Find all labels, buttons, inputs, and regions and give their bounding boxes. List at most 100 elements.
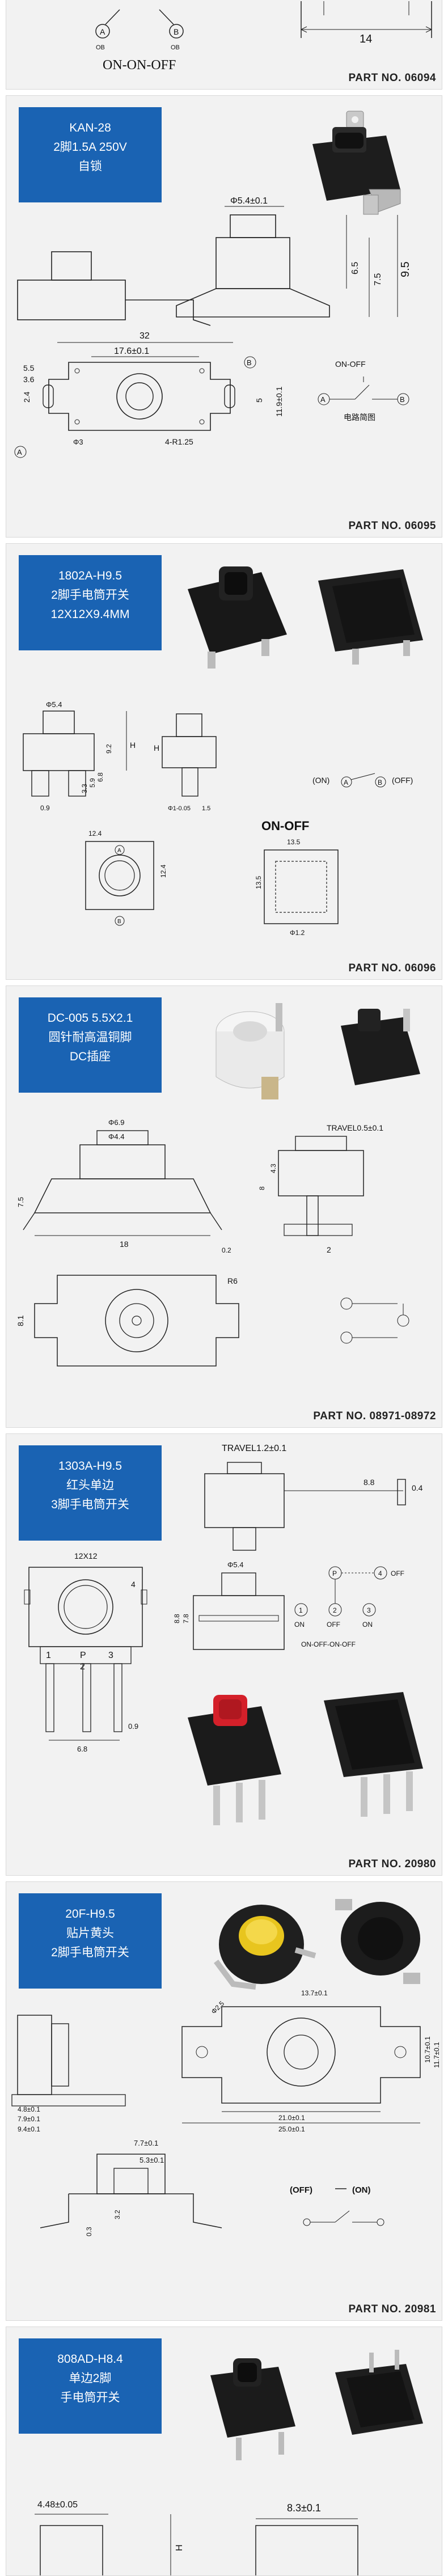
svg-text:OB: OB	[96, 44, 105, 51]
panel-dc-005: DC-005 5.5X2.1 圆针耐高温铜脚 DC插座 Φ6.9 Φ4.4 7.…	[6, 985, 442, 1428]
product-photo	[312, 111, 401, 215]
svg-text:8.8: 8.8	[364, 1478, 375, 1487]
dim-h2: 7.5	[373, 273, 383, 286]
svg-text:(ON): (ON)	[352, 2185, 371, 2195]
svg-text:9.2: 9.2	[105, 744, 113, 754]
svg-text:0.9: 0.9	[128, 1722, 138, 1731]
model-name: 1303A-H9.5	[58, 1460, 122, 1473]
svg-text:H: H	[130, 741, 136, 750]
svg-text:7.9±0.1: 7.9±0.1	[18, 2115, 40, 2123]
svg-text:H: H	[175, 2544, 184, 2551]
svg-text:2: 2	[327, 1245, 331, 1254]
svg-text:Φ1-0.05: Φ1-0.05	[168, 805, 191, 812]
svg-text:18: 18	[120, 1240, 129, 1249]
svg-text:0.4: 0.4	[412, 1483, 423, 1492]
svg-text:Φ4.4: Φ4.4	[108, 1132, 124, 1141]
technical-drawing: Φ5.4 9.2 6.8 5.9 3.3 H 0.9 H Φ1-0.05 1.5…	[23, 700, 413, 937]
svg-text:Φ2.5: Φ2.5	[210, 1999, 226, 2016]
svg-text:ON: ON	[362, 1621, 373, 1628]
part-number: PART NO. 08971-08972	[313, 1410, 436, 1422]
circuit-title: ON-OFF	[335, 359, 366, 369]
part-number: PART NO. 20980	[348, 1858, 436, 1870]
svg-text:7.5: 7.5	[16, 1197, 25, 1207]
spec-box: 20F-H9.5 贴片黄头 2脚手电筒开关	[19, 1893, 162, 1989]
svg-text:1: 1	[299, 1606, 303, 1614]
dim-l3: 2.4	[22, 391, 31, 403]
model-name: 20F-H9.5	[65, 1907, 115, 1921]
svg-text:A: A	[17, 448, 22, 456]
technical-drawing: 4.8±0.1 7.9±0.1 9.4±0.1 13.7±0.1 Φ2.5 21…	[11, 1989, 441, 2236]
spec-line-2: 单边2脚	[69, 2372, 112, 2385]
spec-box: KAN-28 2脚1.5A 250V 自锁	[19, 107, 162, 202]
part-number: PART NO. 06095	[348, 520, 436, 532]
spec-line-2: 圆针耐高温铜脚	[48, 1031, 132, 1044]
panel-20f: 20F-H9.5 贴片黄头 2脚手电筒开关 4.8±0.1 7.9±0.1 9.…	[6, 1881, 442, 2321]
part-number: PART NO. 06094	[348, 72, 436, 84]
dim-v2: 11.9±0.1	[274, 386, 284, 417]
svg-text:A: A	[344, 779, 348, 786]
panel-1802a: 1802A-H9.5 2脚手电筒开关 12X12X9.4MM Φ5.4 9.2 …	[6, 543, 442, 980]
svg-text:Φ6.9: Φ6.9	[108, 1118, 124, 1127]
svg-text:4: 4	[378, 1570, 382, 1577]
svg-text:OFF: OFF	[327, 1621, 340, 1628]
panel-top-partial: A B OB OB 14 ON-ON-OFF PART NO. 06094	[6, 0, 442, 90]
spec-line-3: 12X12X9.4MM	[50, 608, 130, 621]
svg-text:(ON): (ON)	[312, 776, 329, 785]
svg-text:13.5: 13.5	[255, 875, 263, 889]
svg-text:5.3±0.1: 5.3±0.1	[140, 2156, 164, 2164]
svg-text:B: B	[400, 395, 405, 404]
product-photo	[214, 1899, 420, 1990]
spec-box: 1303A-H9.5 红头单边 3脚手电筒开关	[19, 1445, 162, 1541]
spec-line-2: 2脚1.5A 250V	[53, 141, 127, 154]
svg-text:Φ5.4: Φ5.4	[227, 1560, 243, 1569]
svg-text:5.9: 5.9	[88, 778, 96, 788]
svg-text:B: B	[117, 919, 121, 925]
spec-line-3: DC插座	[69, 1050, 111, 1063]
model-name: 1802A-H9.5	[58, 569, 122, 582]
svg-text:6.8: 6.8	[77, 1745, 87, 1753]
dim-v1: 5	[255, 398, 264, 403]
technical-drawing: Φ5.4±0.1 6.5 7.5 9.5 32 17.6±0.1 5.5 3.6…	[14, 196, 412, 458]
spec-line-3: 3脚手电筒开关	[51, 1498, 129, 1511]
spec-line-3: 自锁	[78, 160, 102, 173]
spec-line-3: 手电筒开关	[60, 2391, 120, 2404]
svg-text:B: B	[174, 27, 179, 36]
svg-text:R6: R6	[227, 1276, 238, 1285]
svg-text:8.8: 8.8	[173, 1614, 181, 1623]
svg-text:3: 3	[108, 1651, 113, 1660]
spec-box: DC-005 5.5X2.1 圆针耐高温铜脚 DC插座	[19, 997, 162, 1093]
product-photo	[215, 1003, 420, 1099]
svg-text:ON-OFF-ON-OFF: ON-OFF-ON-OFF	[301, 1640, 356, 1648]
svg-text:TRAVEL1.2±0.1: TRAVEL1.2±0.1	[222, 1444, 286, 1453]
circuit-label: 电路简图	[344, 413, 375, 422]
dim-r: 4-R1.25	[165, 437, 193, 446]
dim-h1: 6.5	[350, 262, 360, 274]
svg-text:8.3±0.1: 8.3±0.1	[287, 2502, 321, 2514]
dim-top: 14	[360, 33, 372, 45]
svg-text:A: A	[117, 848, 121, 854]
product-photo	[188, 1692, 423, 1825]
dim-h3: 9.5	[399, 261, 412, 277]
svg-text:12.4: 12.4	[88, 830, 102, 837]
svg-text:3.3: 3.3	[81, 784, 88, 793]
svg-text:8.1: 8.1	[16, 1315, 25, 1326]
svg-text:13.5: 13.5	[287, 838, 301, 846]
panel-1303a: 1303A-H9.5 红头单边 3脚手电筒开关 TRAVEL1.2±0.1 8.…	[6, 1433, 442, 1876]
panel-808ad: 808AD-H8.4 单边2脚 手电筒开关 4.48±0.05 H 8.3±0.…	[6, 2327, 442, 2576]
svg-text:8: 8	[258, 1186, 266, 1190]
spec-box: 1802A-H9.5 2脚手电筒开关 12X12X9.4MM	[19, 555, 162, 650]
svg-text:P: P	[332, 1570, 337, 1577]
svg-text:7.8: 7.8	[182, 1614, 190, 1623]
spec-box: 808AD-H8.4 单边2脚 手电筒开关	[19, 2338, 162, 2434]
svg-text:A: A	[320, 395, 326, 404]
svg-text:B: B	[378, 779, 382, 786]
switch-mode-label: ON-OFF	[261, 819, 309, 833]
spec-line-3: 2脚手电筒开关	[51, 1946, 129, 1959]
svg-text:(OFF): (OFF)	[290, 2185, 312, 2195]
svg-text:4.8±0.1: 4.8±0.1	[18, 2105, 40, 2113]
svg-text:10.7±0.1: 10.7±0.1	[424, 2036, 432, 2063]
svg-text:12.4: 12.4	[159, 864, 167, 878]
svg-text:H: H	[154, 743, 159, 752]
svg-text:11.7±0.1: 11.7±0.1	[433, 2042, 441, 2068]
circuit-diagram-top: A B OB OB 14	[95, 1, 432, 51]
